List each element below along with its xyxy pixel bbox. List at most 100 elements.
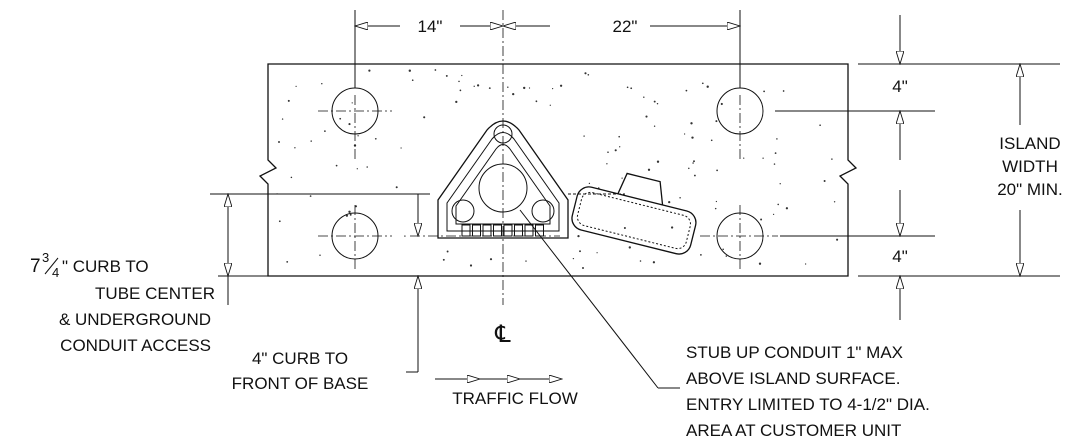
speckle <box>278 141 280 143</box>
stub-up-line2: ABOVE ISLAND SURFACE. <box>686 369 900 388</box>
speckle <box>310 140 312 142</box>
speckle <box>535 100 538 103</box>
speckle <box>411 79 414 82</box>
stub-up-leader <box>519 209 680 389</box>
speckle <box>584 72 587 75</box>
speckle <box>833 201 836 203</box>
speckle <box>281 118 284 120</box>
fraction-numerator: 3 <box>42 250 49 265</box>
speckle <box>434 69 437 71</box>
speckle <box>349 213 352 216</box>
curb-to-tube-label: 7 3 4 " CURB TO TUBE CENTER & UNDERGROUN… <box>30 250 215 355</box>
speckle <box>368 69 371 72</box>
speckle <box>588 182 591 185</box>
speckle <box>656 102 659 105</box>
island-width-line2: WIDTH <box>1002 157 1058 176</box>
speckle <box>715 200 718 203</box>
speckle <box>351 102 353 104</box>
base-cell <box>514 224 523 237</box>
speckle <box>596 252 598 254</box>
speckle <box>685 89 688 92</box>
nozzle-unit <box>571 172 697 255</box>
dim-top-edge: 4" <box>892 77 908 96</box>
speckle <box>715 120 718 123</box>
speckle <box>455 100 458 104</box>
dispenser-base <box>437 120 569 239</box>
speckle <box>743 157 745 159</box>
stub-up-line3: ENTRY LIMITED TO 4-1/2" DIA. <box>686 395 930 414</box>
speckle <box>374 137 377 140</box>
speckle <box>446 250 449 253</box>
speckle <box>321 82 323 85</box>
speckle <box>653 125 656 127</box>
concrete-speckles <box>276 69 839 269</box>
curb-to-tube-line3: & UNDERGROUND <box>59 310 211 329</box>
base-cell <box>503 224 513 237</box>
speckle <box>693 160 695 163</box>
island-width-line3: 20" MIN. <box>997 180 1063 199</box>
speckle <box>693 174 696 177</box>
speckle <box>763 90 765 93</box>
corner-hub-top <box>493 124 513 144</box>
speckle <box>656 160 660 163</box>
speckle <box>774 152 777 155</box>
island-width-line1: ISLAND <box>999 134 1060 153</box>
dim-right-spacing: 22" <box>613 17 638 36</box>
speckle <box>287 99 290 102</box>
speckle <box>679 197 681 199</box>
speckle <box>404 235 406 237</box>
speckle <box>354 205 358 208</box>
base-cell <box>493 224 502 237</box>
base-cells <box>461 224 544 237</box>
speckle <box>621 177 623 179</box>
speckle <box>722 248 724 251</box>
speckle <box>552 88 554 90</box>
speckle <box>357 135 359 137</box>
stub-up-line4: AREA AT CUSTOMER UNIT <box>686 421 901 440</box>
corner-hub-right <box>531 199 555 223</box>
speckle <box>335 164 338 167</box>
speckle <box>776 138 778 140</box>
bolt-hole-bottom-right <box>716 212 764 260</box>
speckle <box>607 151 609 153</box>
centerline-symbol: ℄ <box>494 321 511 348</box>
speckle <box>725 255 728 257</box>
speckle <box>652 261 656 264</box>
speckle <box>773 163 776 165</box>
speckle <box>559 84 563 87</box>
speckle <box>459 89 462 92</box>
speckle <box>690 122 693 125</box>
speckle <box>525 260 527 262</box>
centerlines <box>318 10 778 305</box>
speckle <box>356 168 358 170</box>
speckle <box>779 183 781 185</box>
speckle <box>572 257 575 260</box>
fraction-denominator: 4 <box>52 265 59 280</box>
curb-to-base-line2: FRONT OF BASE <box>232 374 369 393</box>
speckle <box>366 166 368 168</box>
top-dimensions <box>355 10 740 88</box>
speckle <box>339 117 342 120</box>
speckle <box>683 133 686 135</box>
base-cell <box>482 224 492 237</box>
bolt-hole-bottom-left <box>331 212 379 260</box>
speckle <box>489 258 493 261</box>
speckle <box>309 195 312 197</box>
speckle <box>691 136 694 139</box>
curb-to-tube-line2: TUBE CENTER <box>95 284 215 303</box>
base-cell <box>524 224 534 237</box>
speckle <box>295 85 297 88</box>
speckle <box>445 74 448 77</box>
speckle <box>762 157 764 159</box>
dim-left-spacing: 14" <box>418 17 443 36</box>
speckle <box>630 87 633 90</box>
anchor-bolt-holes <box>331 87 764 260</box>
speckle <box>647 168 651 171</box>
speckle <box>290 176 293 179</box>
curb-to-base-line1: 4" CURB TO <box>252 349 348 368</box>
speckle <box>319 254 321 256</box>
speckle <box>423 116 426 119</box>
speckle <box>507 86 509 88</box>
speckle <box>628 246 631 249</box>
speckle <box>836 238 839 241</box>
